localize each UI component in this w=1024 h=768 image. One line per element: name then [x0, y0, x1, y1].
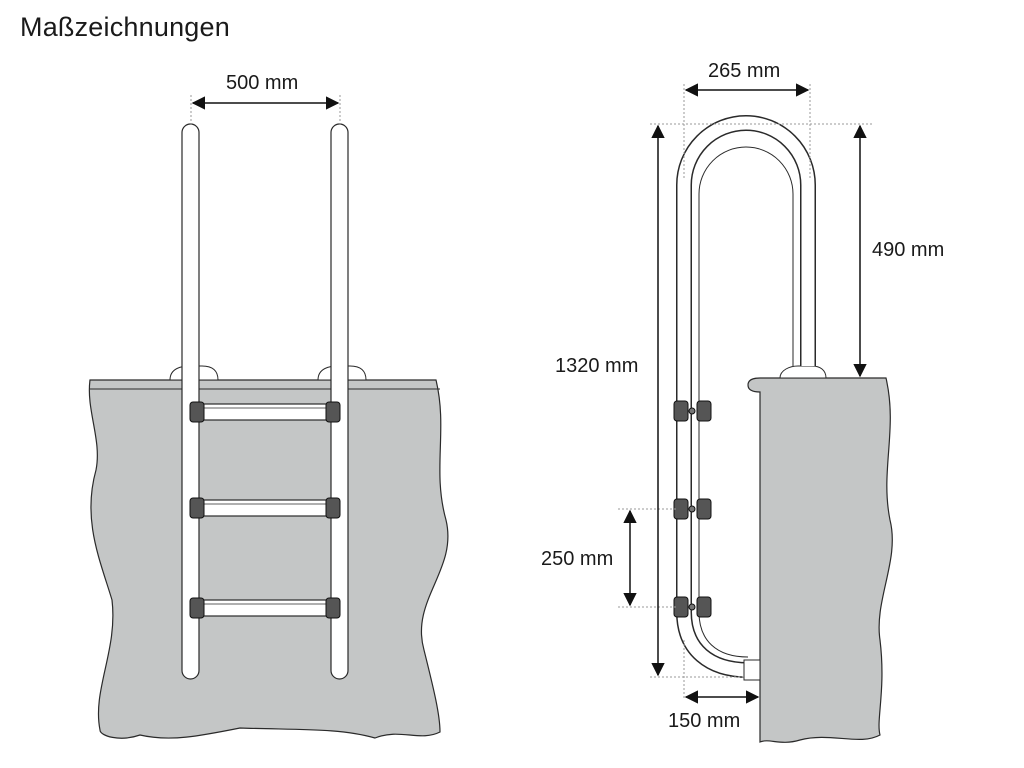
handle-height-label: 490 mm — [872, 239, 945, 261]
total-height-label: 1320 mm — [555, 355, 639, 377]
page-title: Maßzeichnungen — [20, 12, 230, 42]
rung — [189, 401, 341, 423]
side-view — [618, 83, 893, 743]
rung — [189, 597, 341, 619]
step-spacing-label: 250 mm — [541, 548, 614, 570]
step-bracket — [673, 400, 712, 422]
front-wall — [88, 379, 449, 739]
step-bracket — [673, 498, 712, 520]
side-wall — [747, 377, 893, 743]
handle-width-label: 265 mm — [708, 60, 781, 82]
front-width-label: 500 mm — [226, 72, 299, 94]
front-view — [88, 95, 449, 739]
wall-distance-label: 150 mm — [668, 710, 741, 732]
rung — [189, 497, 341, 519]
step-bracket — [673, 596, 712, 618]
